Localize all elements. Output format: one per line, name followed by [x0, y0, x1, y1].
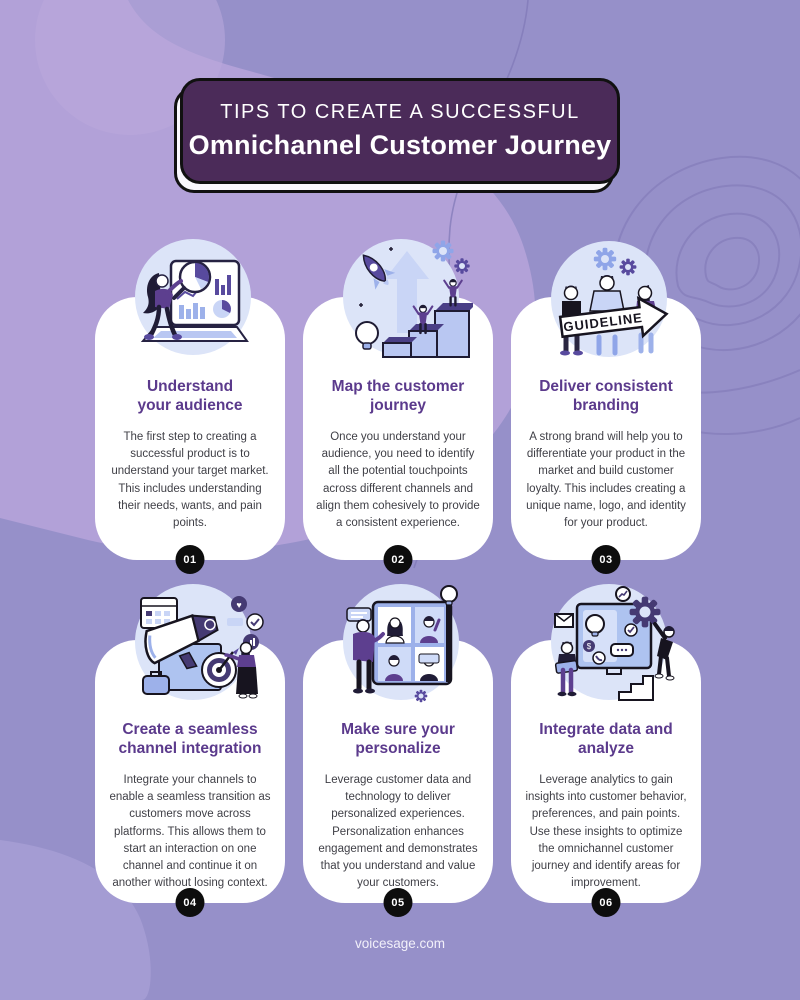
card-title: Integrate data and analyze: [524, 720, 688, 759]
analyze-illustration: $: [551, 584, 675, 701]
megaphone-icon: [144, 614, 219, 670]
card-03-consistent-branding: GUIDELINE Deliver consistent branding A …: [511, 235, 701, 574]
card-title-line1: Integrate data and: [539, 721, 673, 738]
card-description: Leverage customer data and technology to…: [318, 773, 478, 890]
dollar-icon: [583, 640, 595, 652]
lightbulb-icon: [355, 321, 379, 345]
card-title-line2: personalize: [355, 740, 441, 758]
blob-bottom-left: [0, 840, 151, 1000]
svg-text:♥: ♥: [236, 600, 241, 610]
lightbulb-icon: [440, 585, 458, 603]
cards-row-2: ♥ Create a seamless channel integration …: [95, 578, 701, 917]
integration-illustration: ♥: [135, 584, 264, 700]
card-title: Map the customer journey: [316, 377, 480, 416]
card-title-line2: channel integration: [118, 740, 262, 758]
card-title-line2: analyze: [577, 740, 634, 758]
check-icon: [246, 613, 264, 631]
svg-text:$: $: [587, 642, 592, 651]
briefcase-icon: [142, 675, 170, 695]
personalize-illustration: [343, 584, 459, 703]
header-banner: TIPS TO CREATE A SUCCESSFUL Omnichannel …: [174, 78, 620, 193]
card-title-line2: journey: [370, 397, 426, 415]
card-title: Deliver consistent branding: [524, 377, 688, 416]
audience-illustration: [135, 239, 251, 355]
card-description: A strong brand will help you to differen…: [526, 430, 686, 529]
card-title-line1: Map the customer: [331, 378, 465, 395]
heart-icon: [231, 596, 247, 612]
card-title-line2: your audience: [137, 397, 243, 415]
card-body-panel: Integrate data and analyze Leverage anal…: [511, 640, 701, 917]
branding-illustration: GUIDELINE: [551, 241, 669, 357]
celebrating-figure: [443, 279, 463, 307]
rocket-icon: [362, 254, 396, 290]
card-title: Make sure your personalize: [316, 720, 480, 759]
card-number-badge: 06: [591, 888, 621, 917]
card-number-badge: 04: [175, 888, 205, 917]
header-box: TIPS TO CREATE A SUCCESSFUL Omnichannel …: [180, 78, 620, 184]
card-number-badge: 01: [175, 545, 205, 574]
card-04-channel-integration: ♥ Create a seamless channel integration …: [95, 578, 285, 917]
speech-bubble-icon: [346, 607, 372, 622]
card-title-line1: Understand: [146, 378, 234, 395]
lightbulb-icon: [585, 614, 605, 634]
celebrating-figure: [412, 304, 434, 335]
page-title: Omnichannel Customer Journey: [188, 130, 612, 160]
journey-illustration: [343, 239, 473, 358]
phone-icon: [592, 651, 606, 665]
card-title-line2: branding: [572, 397, 640, 415]
card-title-line1: Deliver consistent: [539, 378, 673, 395]
card-number-badge: 03: [591, 545, 621, 574]
card-title: Create a seamless channel integration: [108, 720, 272, 759]
card-title-line1: Create a seamless: [122, 721, 258, 738]
card-description: The first step to creating a successful …: [111, 430, 269, 529]
header-eyebrow: TIPS TO CREATE A SUCCESSFUL: [220, 101, 580, 123]
card-description: Once you understand your audience, you n…: [316, 430, 480, 529]
cards-row-1: Understand your audience The first step …: [95, 235, 701, 574]
card-title: Understand your audience: [108, 377, 272, 416]
card-description: Leverage analytics to gain insights into…: [525, 773, 687, 890]
card-description: Integrate your channels to enable a seam…: [109, 773, 271, 890]
card-05-personalize: Make sure your personalize Leverage cust…: [303, 578, 493, 917]
card-number-badge: 02: [383, 545, 413, 574]
footer-website: voicesage.com: [354, 936, 446, 951]
card-06-data-analyze: $: [511, 578, 701, 917]
card-01-understand-audience: Understand your audience The first step …: [95, 235, 285, 574]
card-02-map-journey: Map the customer journey Once you unders…: [303, 235, 493, 574]
card-title-line1: Make sure your: [341, 721, 455, 738]
card-number-badge: 05: [383, 888, 413, 917]
